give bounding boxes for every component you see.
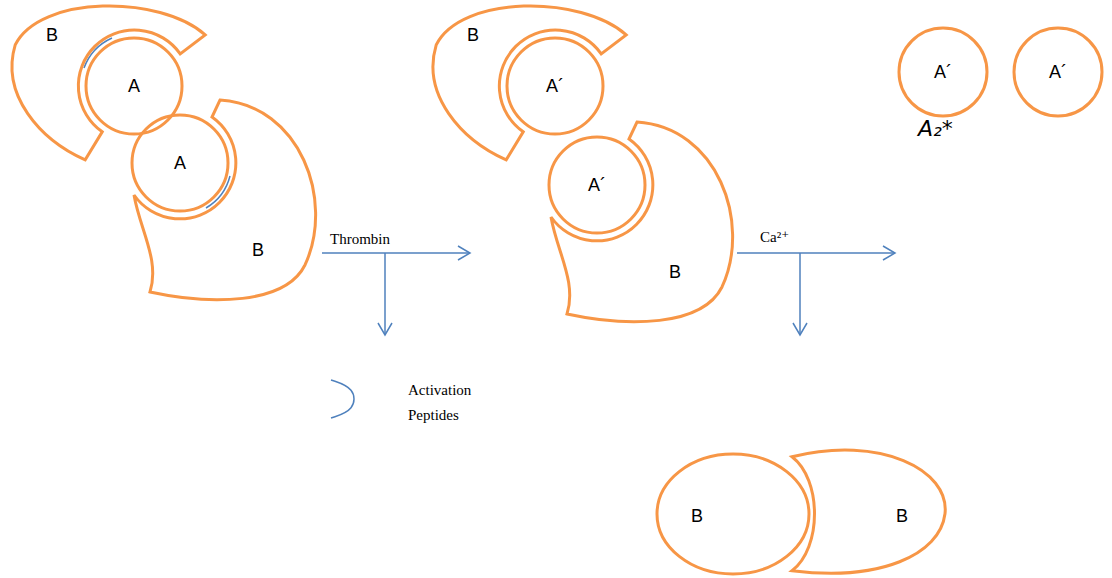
ion-label: Ca²⁺ [760,228,789,246]
subunit-shape [899,28,987,116]
subunit-outline [430,3,629,163]
b-subunit: B [548,119,736,325]
b-subunit: B [654,451,812,577]
a-subunit: A [83,35,185,137]
subunit-shape [86,38,182,134]
a-prime-subunit: A´ [546,134,648,236]
a-prime-subunit: A´ [1011,25,1105,119]
a-prime-subunit: A´ [896,25,990,119]
reaction-arrow [322,252,470,254]
subunit-shape [792,450,945,573]
subunit-shape [132,115,228,211]
subunit-shape [134,100,316,300]
subunit-label: A´ [934,63,952,81]
subunit-label: B [896,507,908,525]
subunit-label: B [46,26,58,44]
b-subunit: B [430,3,629,163]
arrow-head [793,323,807,335]
subunit-label: B [691,507,703,525]
arrow-head [378,323,392,335]
subunit-outline [9,3,208,163]
a-prime-subunit: A´ [504,35,606,137]
subunit-label: B [669,263,681,281]
subunit-label: A [128,77,140,95]
subunit-shape [549,137,645,233]
b-subunit: B [789,447,948,576]
arrow-head [883,246,895,260]
legend-sample [325,378,365,422]
arrow-head [458,246,470,260]
subunit-shape [507,38,603,134]
subunit-label: A [174,154,186,172]
b-subunit: B [131,97,319,303]
a-subunit: A [129,112,231,214]
product-label: A₂* [918,120,953,138]
subunit-label: A´ [546,77,564,95]
subunit-label: B [252,241,264,259]
release-arrow [384,253,386,335]
subunit-shape [1014,28,1102,116]
subunit-outline [789,447,948,576]
subunit-shape [657,454,809,574]
subunit-shape [12,6,205,160]
legend-text: Activation Peptides [408,378,508,428]
subunit-outline [548,119,736,325]
b-subunit: B [9,3,208,163]
reaction-arrow [737,252,895,254]
subunit-label: B [467,26,479,44]
arrow-group [84,38,895,335]
enzyme-label: Thrombin [330,230,390,248]
subunit-outline [131,97,319,303]
release-arrow [799,253,801,335]
subunit-shape [551,122,733,322]
legend-entry: Activation Peptides [325,378,508,428]
subunit-outline [654,451,812,577]
activation-peptide-sample [331,380,354,418]
subunit-label: A´ [588,176,606,194]
subunit-label: A´ [1049,63,1067,81]
